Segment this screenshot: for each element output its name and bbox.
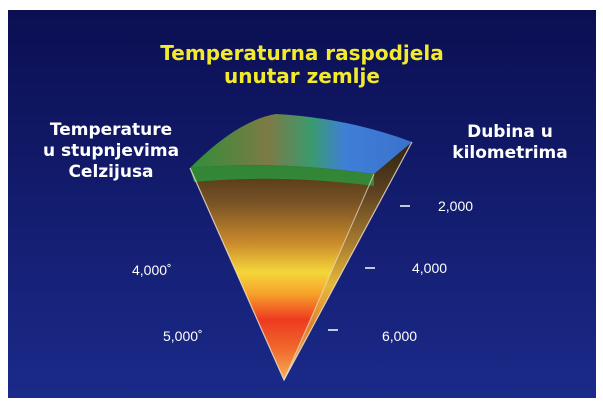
diagram-title-line2: unutar zemlje bbox=[224, 64, 380, 88]
temperature-label-line3: Celzijusa bbox=[68, 162, 154, 182]
earth-surface bbox=[190, 114, 412, 174]
wedge-inner-edge bbox=[283, 173, 375, 381]
depth-label-line1: Dubina u bbox=[467, 122, 553, 142]
depth-tick-4000: 4,000 bbox=[412, 260, 448, 276]
temperature-tick-4000: 4,000˚ bbox=[132, 262, 172, 278]
earth-cutaway-diagram bbox=[8, 10, 596, 398]
temperature-tick-5000: 5,000˚ bbox=[163, 328, 203, 344]
temperature-label-line2: u stupnjevima bbox=[42, 141, 180, 161]
wedge-front-face bbox=[190, 165, 374, 380]
temperature-label-line1: Temperature bbox=[49, 120, 173, 140]
depth-tick-2000: 2,000 bbox=[438, 198, 474, 214]
diagram-frame: Temperaturna raspodjela unutar zemlje Te… bbox=[8, 10, 596, 398]
depth-tick-6000: 6,000 bbox=[382, 328, 418, 344]
temperature-label: Temperature u stupnjevima Celzijusa bbox=[26, 120, 196, 183]
depth-label: Dubina u kilometrima bbox=[440, 122, 580, 164]
crust-band bbox=[190, 165, 374, 186]
diagram-title-line1: Temperaturna raspodjela bbox=[160, 41, 444, 65]
depth-label-line2: kilometrima bbox=[452, 143, 568, 163]
